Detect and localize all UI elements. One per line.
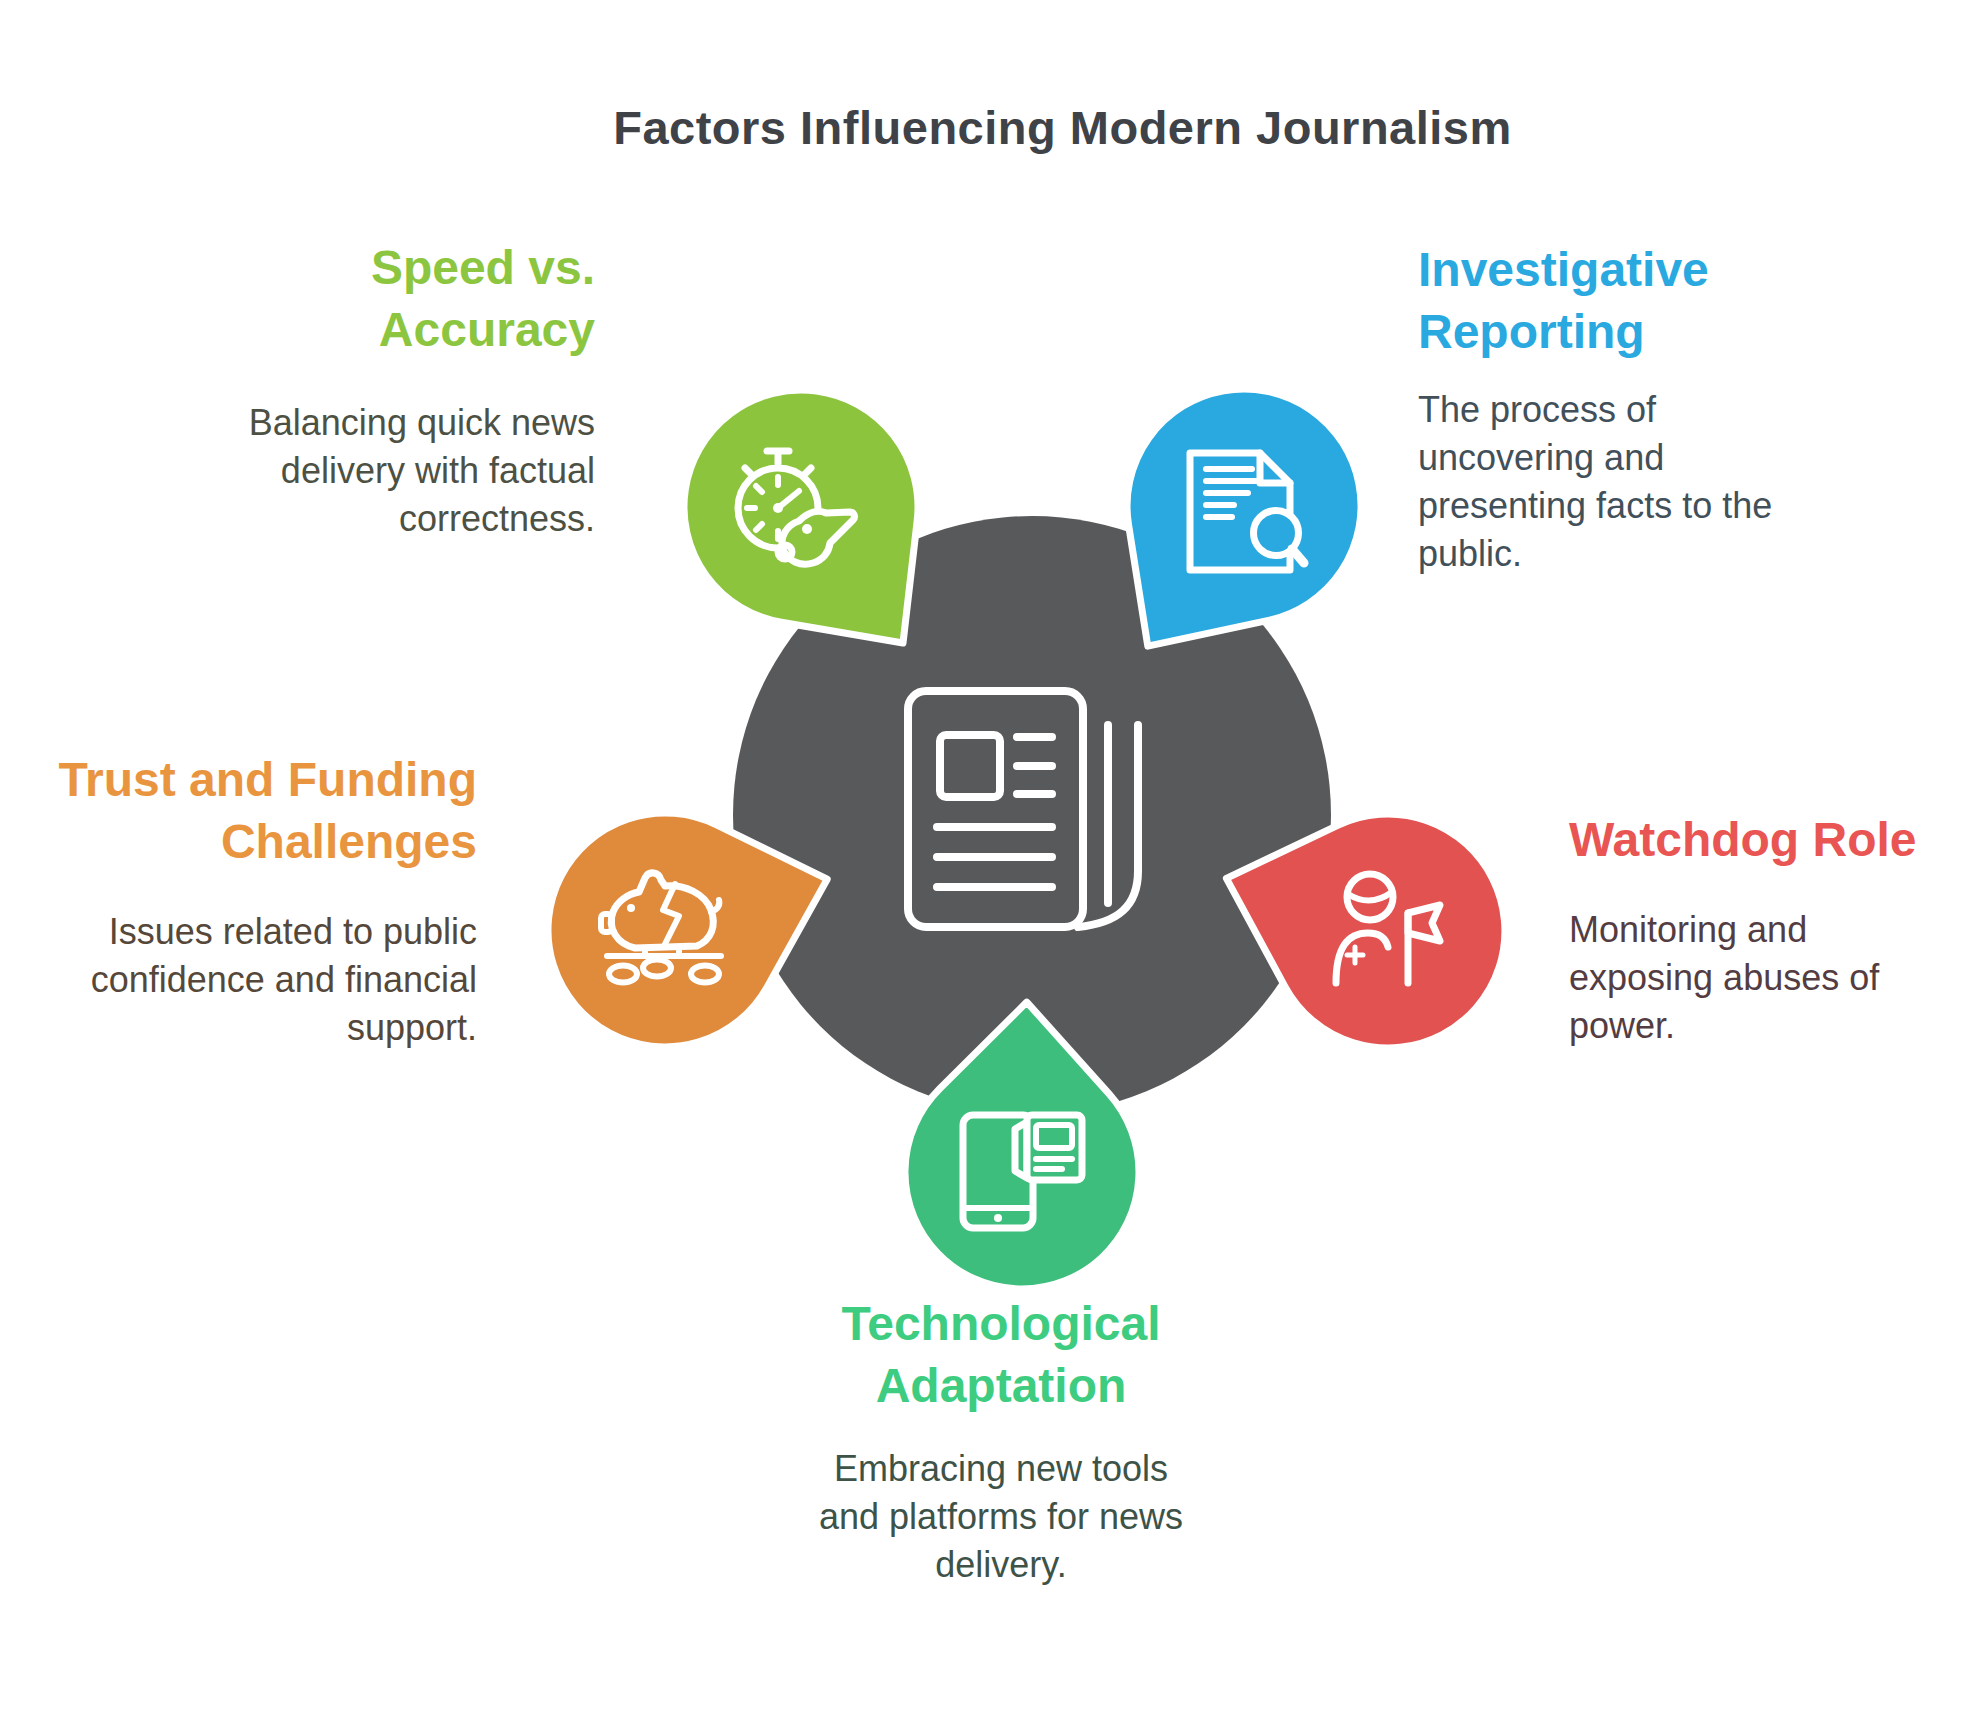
section-description-speed: Balancing quick news delivery with factu… xyxy=(249,399,595,543)
page-title: Factors Influencing Modern Journalism xyxy=(140,100,1985,155)
section-description-watchdog: Monitoring and exposing abuses of power. xyxy=(1569,906,1879,1050)
section-heading-technology: Technological Adaptation xyxy=(700,1293,1302,1417)
section-heading-investigative: Investigative Reporting xyxy=(1418,239,1709,363)
section-description-trust: Issues related to public confidence and … xyxy=(91,908,477,1052)
section-description-technology: Embracing new tools and platforms for ne… xyxy=(701,1445,1301,1589)
section-heading-watchdog: Watchdog Role xyxy=(1569,809,1917,871)
section-heading-trust: Trust and Funding Challenges xyxy=(58,749,477,873)
section-heading-speed: Speed vs. Accuracy xyxy=(371,237,595,361)
section-description-investigative: The process of uncovering and presenting… xyxy=(1418,386,1772,578)
